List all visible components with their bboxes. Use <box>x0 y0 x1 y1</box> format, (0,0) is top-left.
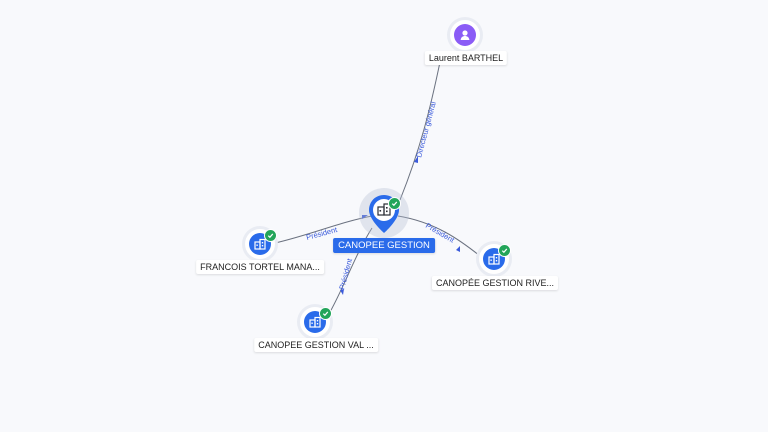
verified-check-icon <box>319 307 332 320</box>
arrow-left <box>362 215 368 219</box>
verified-check-icon <box>264 229 277 242</box>
verified-check-icon <box>498 244 511 257</box>
edge-director <box>399 61 441 201</box>
edge-president-right <box>397 215 481 257</box>
node-label[interactable]: FRANCOIS TORTEL MANA... <box>196 260 324 274</box>
node-circle <box>300 307 330 337</box>
edge-label-director: Directeur général <box>414 100 438 158</box>
person-icon <box>454 24 476 46</box>
node-label[interactable]: Laurent BARTHEL <box>424 51 508 65</box>
verified-check-icon <box>388 197 401 210</box>
arrow-right <box>456 246 460 252</box>
edge-label-bottom: Président <box>337 257 354 291</box>
arrow-bottom <box>340 289 344 295</box>
node-circle <box>450 20 480 50</box>
building-icon <box>377 203 391 216</box>
arrow-director <box>414 156 418 163</box>
node-label[interactable]: CANOPÉE GESTION RIVE... <box>431 276 559 290</box>
node-label[interactable]: CANOPEE GESTION <box>333 238 435 253</box>
node-label[interactable]: CANOPEE GESTION VAL ... <box>254 338 378 352</box>
edge-president-left <box>274 215 373 244</box>
edge-president-bottom <box>329 227 373 313</box>
